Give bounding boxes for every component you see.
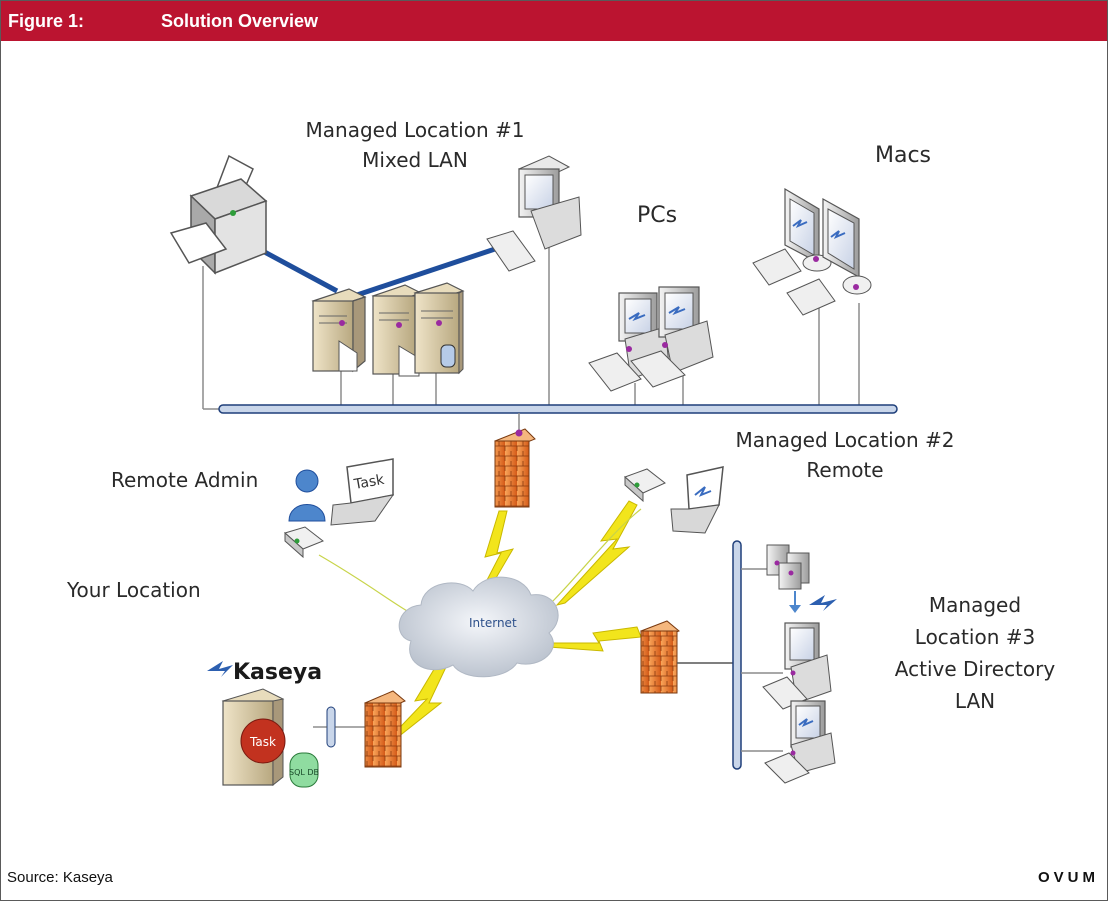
firewall-icon xyxy=(640,620,735,694)
ovum-brand: OVUM xyxy=(1038,869,1099,886)
managed-location-1-label: Managed Location #1 Mixed LAN xyxy=(305,118,525,172)
pc-icon xyxy=(486,155,582,272)
figure-header: Figure 1: Solution Overview xyxy=(1,1,1107,41)
mac-icon xyxy=(752,187,832,286)
server-icon xyxy=(221,688,319,788)
lan-3-drops xyxy=(741,568,783,752)
internet-label: Internet xyxy=(469,616,517,630)
arrow-down-icon xyxy=(789,591,801,613)
sql-db-label: SQL DB xyxy=(289,768,319,777)
managed-location-3-label: Managed Location #3 Active Directory LAN xyxy=(894,593,1056,713)
remote-admin-label: Remote Admin xyxy=(111,468,259,492)
mac-icon xyxy=(786,197,872,316)
server-icon xyxy=(413,282,465,375)
pc-icon xyxy=(630,286,714,388)
lan-1-backbone xyxy=(218,404,898,414)
lan-3-backbone xyxy=(732,540,742,770)
firewall-icon xyxy=(364,690,406,768)
laptop-icon xyxy=(330,458,395,526)
modem-icon xyxy=(283,526,324,559)
macs-label: Macs xyxy=(875,143,932,168)
task-laptop-label: Task xyxy=(352,472,386,493)
laptop-icon xyxy=(670,466,724,534)
pcs-label: PCs xyxy=(637,203,678,228)
source-note: Source: Kaseya xyxy=(7,869,113,886)
server-pc-link xyxy=(356,244,502,298)
server-icon xyxy=(766,544,810,590)
lan-1 xyxy=(169,154,898,414)
kaseya-logo-icon xyxy=(809,595,837,611)
kaseya-logo-icon xyxy=(207,661,233,677)
printer-icon xyxy=(169,154,268,275)
kaseya-label: Kaseya xyxy=(233,660,322,685)
your-location-label: Your Location xyxy=(67,578,201,602)
figure-title: Solution Overview xyxy=(161,11,319,31)
pc-icon xyxy=(762,622,832,710)
lightning-icon xyxy=(548,626,642,652)
server-icon xyxy=(371,284,423,377)
printer-server-link xyxy=(257,246,339,294)
task-server-label: Task xyxy=(249,735,276,749)
modem-icon xyxy=(624,468,666,503)
firewall-icon xyxy=(494,413,536,508)
internet-cloud-icon xyxy=(398,576,559,678)
server-icon xyxy=(311,288,367,373)
figure-label: Figure 1: xyxy=(8,11,85,31)
network-diagram: Internet Task Ka xyxy=(169,154,898,788)
switch-icon xyxy=(313,706,365,748)
user-icon xyxy=(288,469,326,522)
pc-icon xyxy=(764,700,836,784)
managed-location-2-label: Managed Location #2 Remote xyxy=(735,428,955,482)
